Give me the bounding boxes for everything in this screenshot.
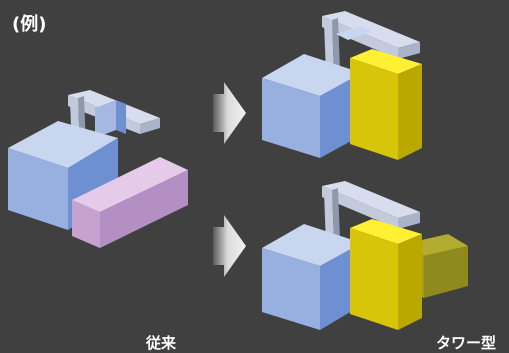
- tower-top-bracket: [322, 11, 420, 74]
- conventional-unit: [8, 90, 188, 248]
- tower-type-label: タワー型: [436, 334, 497, 352]
- tower-bottom-bracket: [322, 181, 420, 244]
- conventional-pink-block: [72, 157, 188, 248]
- tower-top-blue-block: [262, 54, 362, 158]
- tower-bottom-yellow-block: [350, 219, 422, 330]
- arrow-right-bottom-icon: [213, 215, 246, 277]
- tower-unit-top: [262, 11, 422, 160]
- tower-bottom-blue-block: [262, 224, 362, 330]
- example-label: (例): [12, 14, 47, 35]
- tower-unit-bottom: [262, 181, 468, 330]
- tower-top-yellow-block: [350, 49, 422, 160]
- conventional-label: 従来: [146, 334, 177, 352]
- arrow-right-top-icon: [213, 82, 246, 144]
